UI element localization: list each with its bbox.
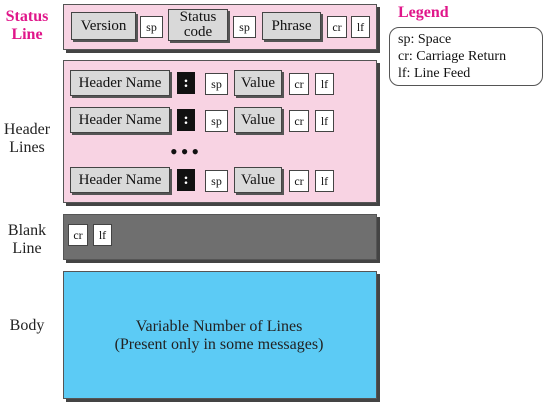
header-lines-label-line2: Lines xyxy=(9,139,45,156)
colon-box: : xyxy=(177,109,195,131)
status-code-line1: Status xyxy=(179,9,217,25)
legend-box: sp: Space cr: Carriage Return lf: Line F… xyxy=(389,27,543,86)
status-sp1-box: sp xyxy=(140,16,163,38)
phrase-field: Phrase xyxy=(262,12,321,40)
header-cr-box: cr xyxy=(289,73,309,95)
status-cr-box: cr xyxy=(327,16,347,38)
blank-line-label-line1: Blank xyxy=(7,222,47,239)
header-cr-box: cr xyxy=(289,170,309,192)
header-sp-box: sp xyxy=(205,110,228,132)
header-sp-box: sp xyxy=(205,73,228,95)
legend-item-cr: cr: Carriage Return xyxy=(398,49,507,64)
header-cr-box: cr xyxy=(289,110,309,132)
version-field: Version xyxy=(71,12,136,40)
blank-line-band xyxy=(63,214,377,260)
status-code-field: Status code xyxy=(168,9,228,41)
status-line-label: Status Line xyxy=(0,8,54,44)
blank-line-label-line2: Line xyxy=(12,240,42,257)
status-lf-box: lf xyxy=(351,16,370,38)
header-lines-label-line1: Header xyxy=(3,121,51,138)
body-text-line1: Variable Number of Lines xyxy=(135,318,303,335)
blank-line-label: Blank Line xyxy=(0,222,54,258)
legend-item-sp: sp: Space xyxy=(398,32,452,47)
ellipsis-dots: ••• xyxy=(170,139,203,164)
blank-cr-box: cr xyxy=(68,224,88,246)
header-lf-box: lf xyxy=(315,110,334,132)
header-value-field: Value xyxy=(234,70,282,96)
header-value-field: Value xyxy=(234,167,282,193)
status-code-line2: code xyxy=(183,24,213,40)
body-label: Body xyxy=(9,317,45,334)
status-line-label-line1: Status xyxy=(5,8,49,25)
header-value-field: Value xyxy=(234,107,282,133)
legend-title: Legend xyxy=(398,4,449,21)
header-name-field: Header Name xyxy=(70,167,170,193)
status-line-label-line2: Line xyxy=(11,26,43,43)
colon-box: : xyxy=(177,72,195,94)
header-name-field: Header Name xyxy=(70,70,170,96)
body-text-line2: (Present only in some messages) xyxy=(114,336,324,353)
header-lf-box: lf xyxy=(315,170,334,192)
body-band xyxy=(63,271,377,399)
body-text: Variable Number of Lines (Present only i… xyxy=(63,318,375,354)
header-lf-box: lf xyxy=(315,73,334,95)
status-sp2-box: sp xyxy=(233,16,256,38)
header-sp-box: sp xyxy=(205,170,228,192)
legend-item-lf: lf: Line Feed xyxy=(398,66,471,81)
header-name-field: Header Name xyxy=(70,107,170,133)
colon-box: : xyxy=(177,169,195,191)
blank-lf-box: lf xyxy=(93,224,112,246)
header-lines-label: Header Lines xyxy=(0,121,54,157)
